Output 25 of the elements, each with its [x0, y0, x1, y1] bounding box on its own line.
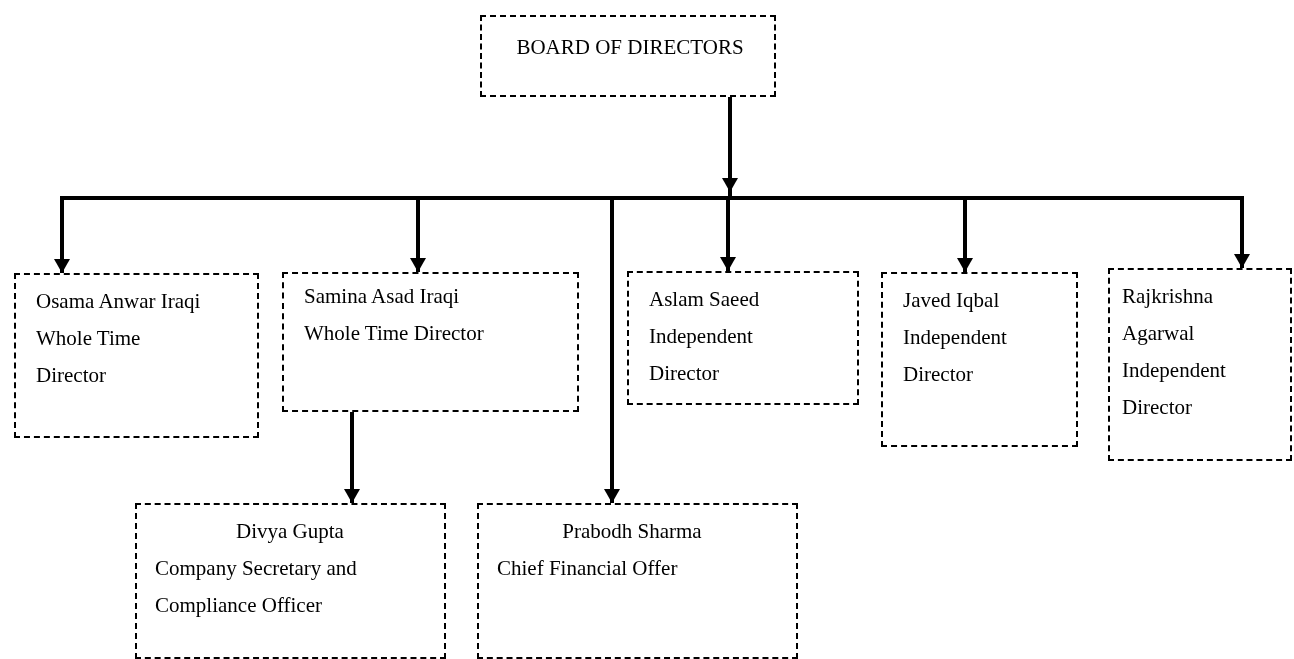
- role-title: Company Secretary and Compliance Officer: [155, 555, 358, 619]
- person-name: Samina Asad Iraqi: [304, 283, 461, 310]
- box-title: BOARD OF DIRECTORS: [515, 34, 745, 61]
- person-name: Javed Iqbal: [903, 287, 1001, 314]
- dashed-role-box: [881, 272, 1078, 447]
- role-title: Whole Time Director: [304, 320, 485, 347]
- role-title: Independent Director: [903, 324, 1008, 388]
- person-name: Prabodh Sharma: [561, 518, 703, 545]
- role-title: Independent Director: [1122, 357, 1227, 421]
- dashed-role-box: [1108, 268, 1292, 461]
- person-name: Aslam Saeed: [649, 286, 761, 313]
- dashed-role-box: [627, 271, 859, 405]
- dashed-role-box: [282, 272, 579, 412]
- person-name: Rajkrishna Agarwal: [1122, 283, 1214, 347]
- dashed-role-box: [14, 273, 259, 438]
- role-title: Independent Director: [649, 323, 754, 387]
- person-name: Divya Gupta: [235, 518, 345, 545]
- dashed-role-box: [480, 15, 776, 97]
- connector-arrow: [344, 412, 360, 503]
- role-title: Chief Financial Offer: [497, 555, 679, 582]
- dashed-role-box: [477, 503, 798, 659]
- role-title: Whole Time Director: [36, 325, 142, 389]
- dashed-role-box: [135, 503, 446, 659]
- connector-arrow: [728, 97, 1250, 268]
- person-name: Osama Anwar Iraqi: [36, 288, 201, 315]
